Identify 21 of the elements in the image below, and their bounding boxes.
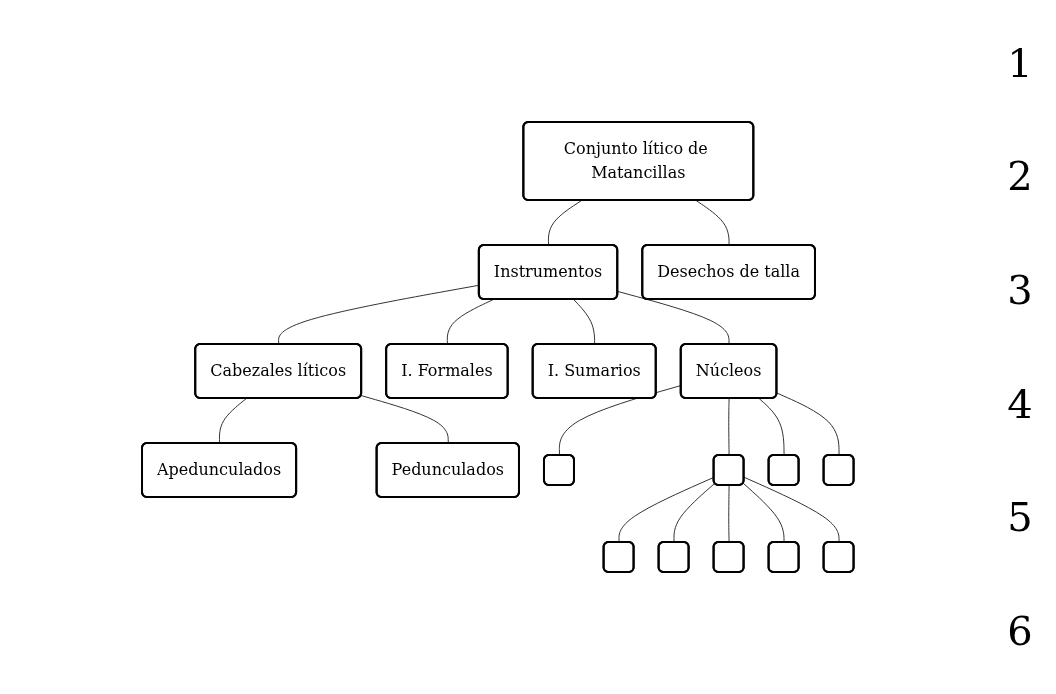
- connector: [742, 482, 785, 543]
- level-number: 3: [1007, 267, 1033, 314]
- connector: [728, 485, 730, 543]
- connector: [618, 476, 715, 543]
- connector: [360, 395, 449, 444]
- connector: [743, 476, 840, 543]
- connector: [695, 200, 730, 246]
- level-number: 5: [1007, 494, 1033, 541]
- connector: [548, 200, 583, 246]
- connector: [219, 398, 248, 444]
- level-number: 2: [1007, 153, 1033, 200]
- connector: [447, 299, 495, 345]
- connector: [728, 398, 730, 456]
- connector: [758, 398, 785, 456]
- level-number: 6: [1007, 608, 1033, 655]
- level-number: 4: [1007, 380, 1033, 427]
- connector: [673, 482, 716, 543]
- connector: [573, 299, 596, 345]
- connector: [617, 290, 730, 345]
- connector: [776, 392, 840, 456]
- level-number: 1: [1007, 39, 1033, 86]
